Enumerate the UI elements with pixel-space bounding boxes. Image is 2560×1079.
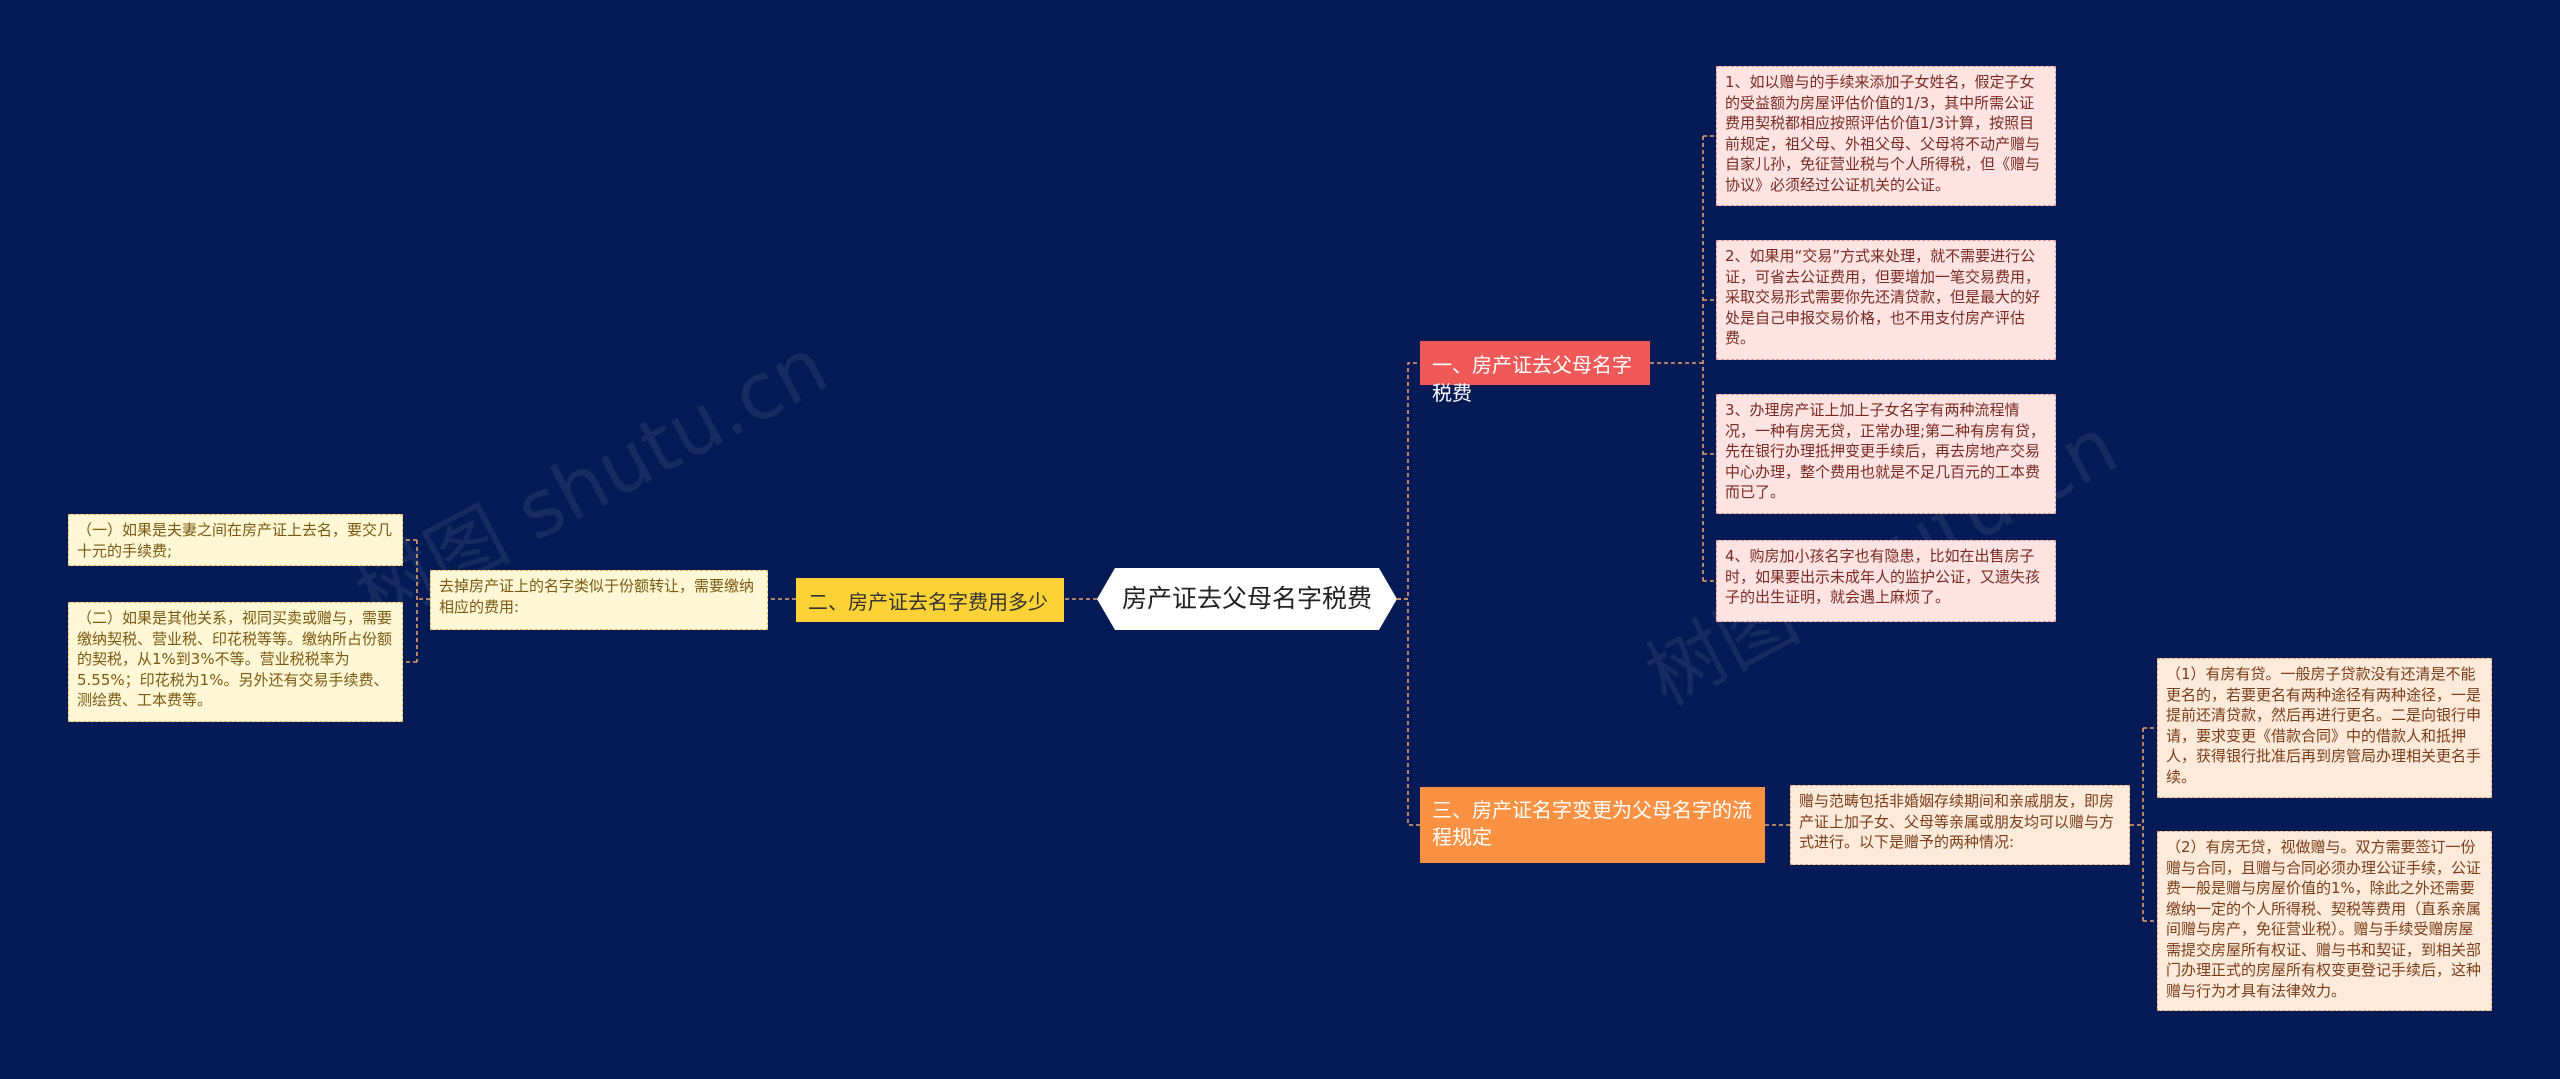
branch-node-tax-fees[interactable]: 一、房产证去父母名字税费 [1420, 341, 1650, 405]
leaf-node[interactable]: 1、如以赠与的手续来添加子女姓名，假定子女的受益额为房屋评估价值的1/3，其中所… [1716, 66, 2056, 206]
sub-node-gift-scope[interactable]: 赠与范畴包括非婚姻存续期间和亲戚朋友，即房产证上加子女、父母等亲属或朋友均可以赠… [1790, 785, 2130, 865]
leaf-node[interactable]: （一）如果是夫妻之间在房产证上去名，要交几十元的手续费; [68, 514, 403, 566]
leaf-node[interactable]: （2）有房无贷，视做赠与。双方需要签订一份赠与合同，且赠与合同必须办理公证手续，… [2157, 831, 2492, 1011]
leaf-node[interactable]: 4、购房加小孩名字也有隐患，比如在出售房子时，如果要出示未成年人的监护公证，又遗… [1716, 540, 2056, 622]
branch-node-change-procedure[interactable]: 三、房产证名字变更为父母名字的流程规定 [1420, 787, 1765, 863]
root-node[interactable]: 房产证去父母名字税费 [1097, 568, 1397, 630]
sub-node-share-transfer[interactable]: 去掉房产证上的名字类似于份额转让，需要缴纳相应的费用: [430, 570, 768, 630]
leaf-node[interactable]: （二）如果是其他关系，视同买卖或赠与，需要缴纳契税、营业税、印花税等等。缴纳所占… [68, 602, 403, 722]
leaf-node[interactable]: 3、办理房产证上加上子女名字有两种流程情况，一种有房无贷，正常办理;第二种有房有… [1716, 394, 2056, 514]
leaf-node[interactable]: （1）有房有贷。一般房子贷款没有还清是不能更名的，若要更名有两种途径有两种途径，… [2157, 658, 2492, 798]
connector-mid-leaves [403, 539, 430, 663]
branch-node-removal-cost[interactable]: 二、房产证去名字费用多少 [796, 578, 1064, 622]
connector-mid3-leaves [2130, 727, 2157, 922]
connector-root-b1 [1397, 362, 1420, 600]
leaf-node[interactable]: 2、如果用“交易”方式来处理，就不需要进行公证，可省去公证费用，但要增加一笔交易… [1716, 240, 2056, 360]
connector-b1-leaves [1650, 135, 1716, 582]
connector-root-b3 [1397, 598, 1420, 826]
